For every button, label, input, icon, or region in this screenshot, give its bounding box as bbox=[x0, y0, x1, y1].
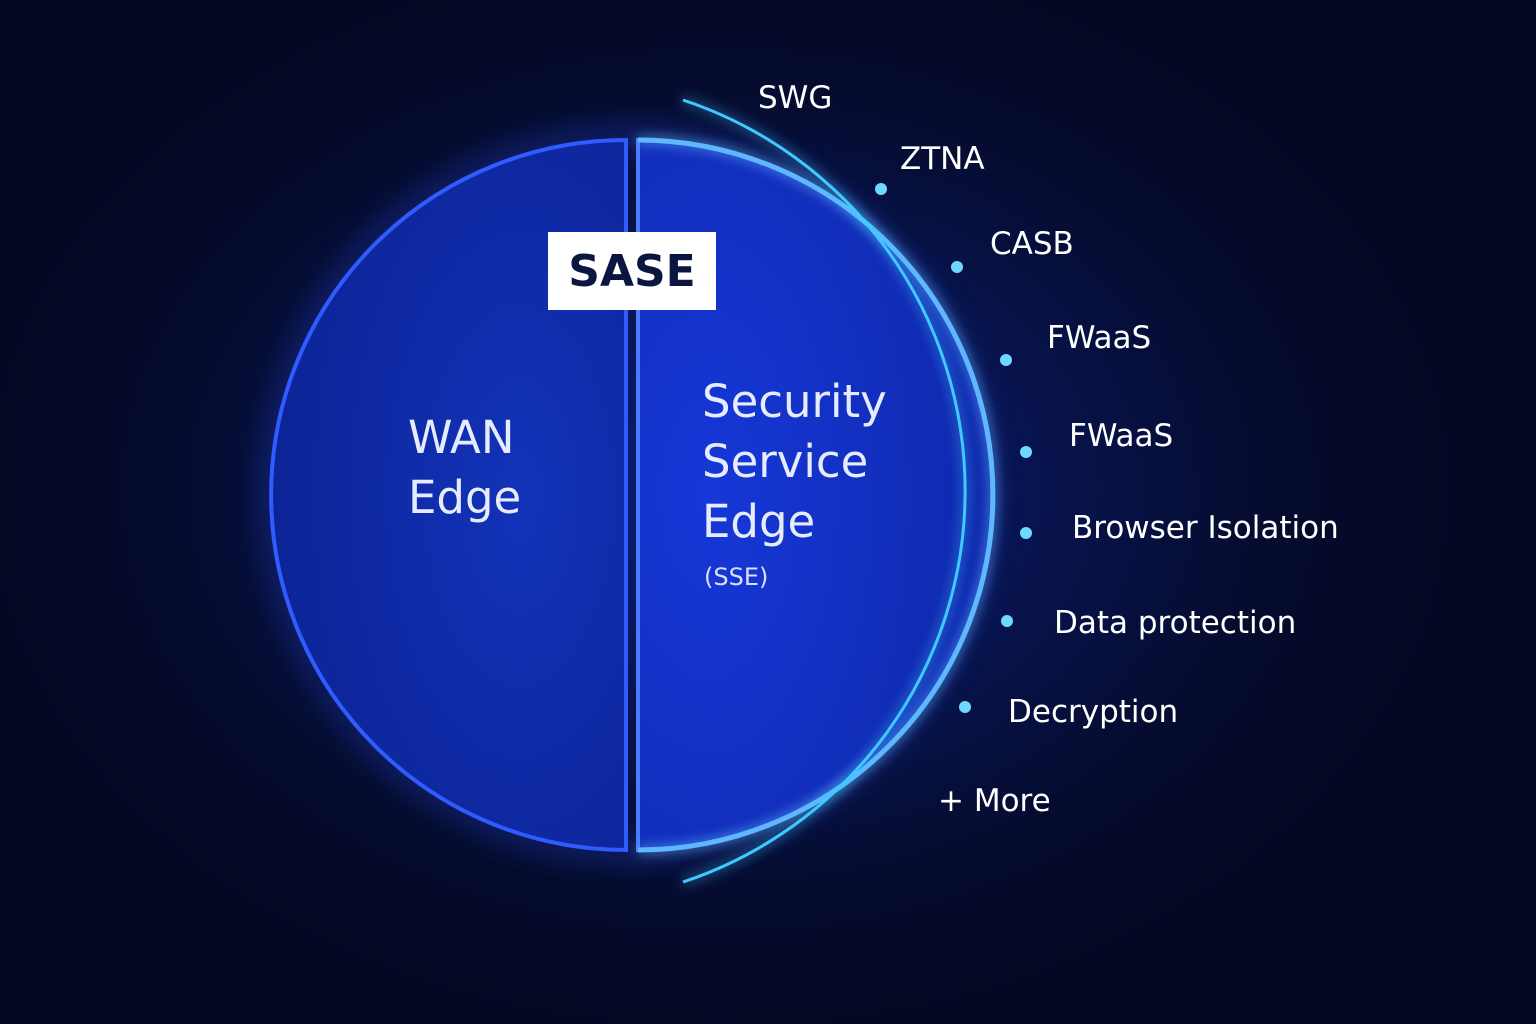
arc-node bbox=[951, 261, 963, 273]
service-fwaas: FWaaS bbox=[1047, 320, 1152, 356]
sse-rim bbox=[637, 137, 996, 853]
arc-node bbox=[1020, 446, 1032, 458]
service-decryption: Decryption bbox=[1008, 694, 1179, 730]
services-arc bbox=[682, 98, 967, 884]
service-data-protection: Data protection bbox=[1054, 605, 1297, 641]
arc-node bbox=[875, 183, 887, 195]
sse-label: Security Service Edge bbox=[702, 372, 887, 552]
arc-node bbox=[959, 701, 971, 713]
sase-badge: SASE bbox=[548, 232, 716, 310]
arc-node bbox=[1000, 354, 1012, 366]
wan-edge-line1: WAN bbox=[408, 411, 515, 464]
arc-node bbox=[1020, 527, 1032, 539]
service-more: + More bbox=[938, 783, 1051, 819]
service-casb: CASB bbox=[990, 226, 1074, 262]
wan-edge-label: WAN Edge bbox=[408, 408, 521, 528]
sse-line3: Edge bbox=[702, 495, 816, 548]
sse-abbr: (SSE) bbox=[704, 563, 769, 591]
wan-edge-line2: Edge bbox=[408, 471, 522, 524]
sse-line1: Security bbox=[702, 375, 887, 428]
service-fwaas-2: FWaaS bbox=[1069, 418, 1174, 454]
service-browser-isolation: Browser Isolation bbox=[1072, 510, 1339, 546]
wan-edge-half bbox=[269, 137, 628, 853]
arc-nodes bbox=[875, 183, 1032, 713]
arc-node bbox=[1001, 615, 1013, 627]
service-ztna: ZTNA bbox=[900, 141, 985, 177]
sse-line2: Service bbox=[702, 435, 869, 488]
service-swg: SWG bbox=[758, 80, 833, 116]
